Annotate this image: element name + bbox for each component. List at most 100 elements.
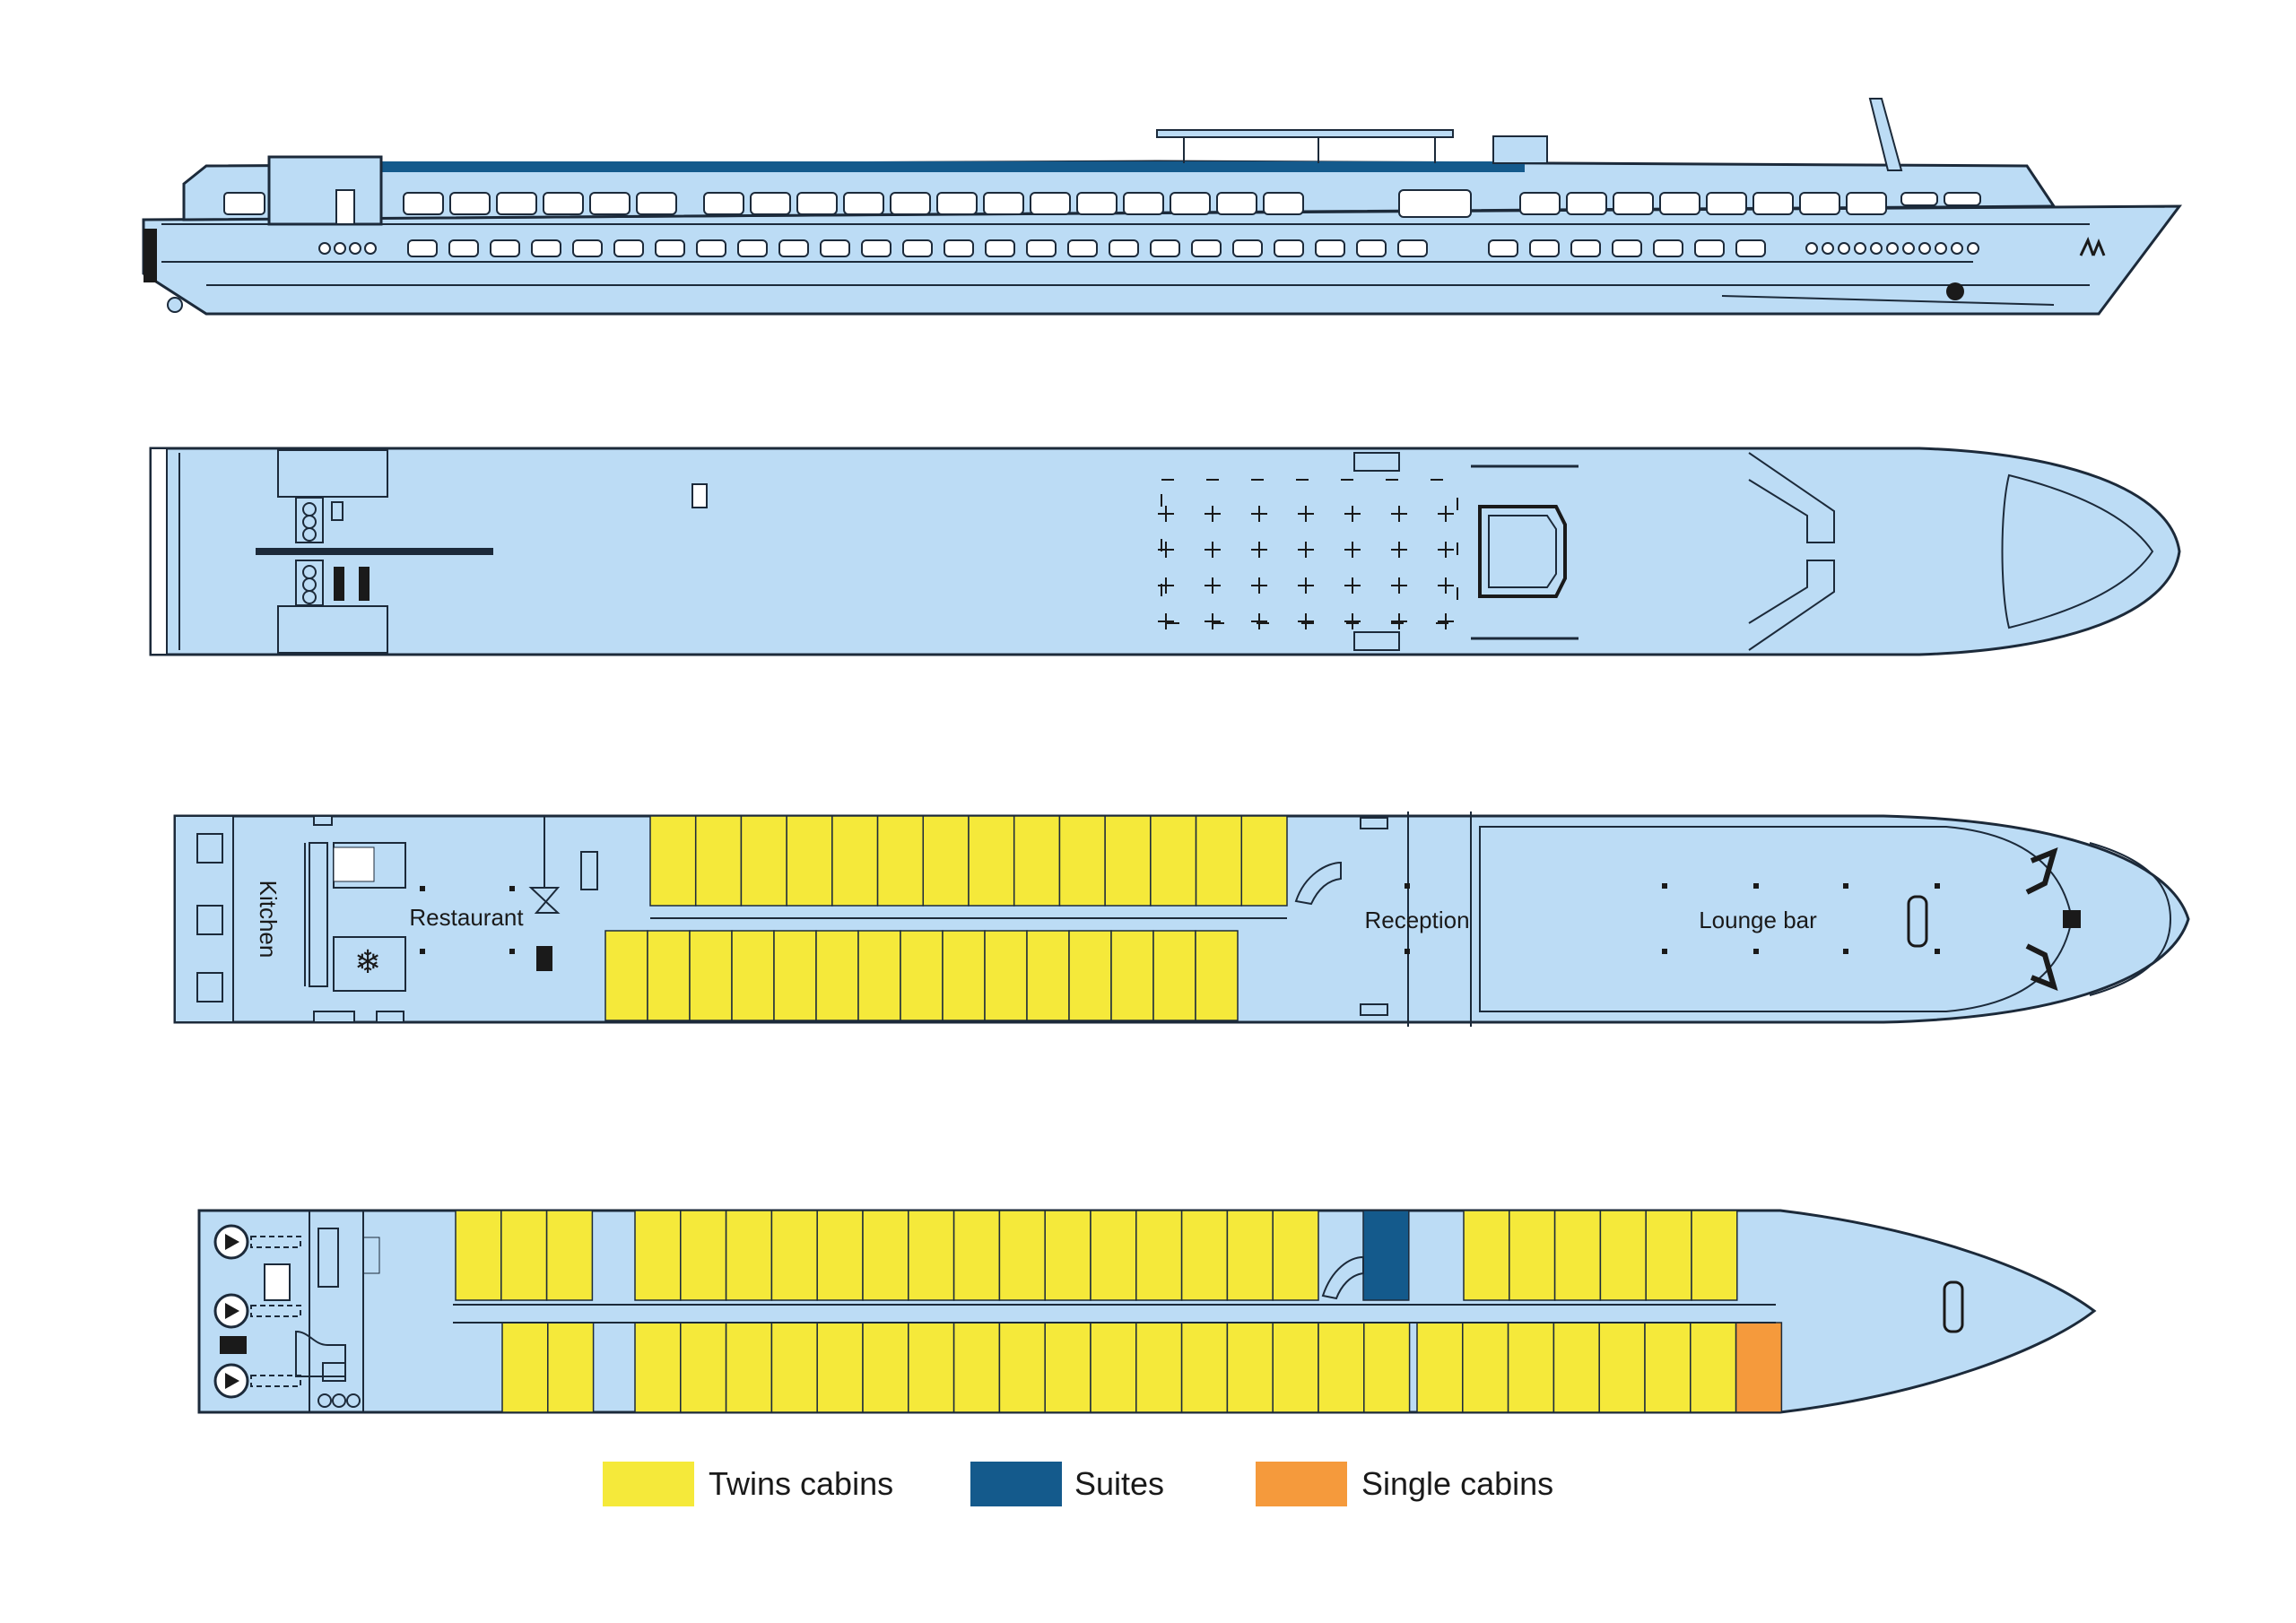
lower-deck-twin-cabin xyxy=(952,1322,1001,1413)
side-wheelhouse xyxy=(267,155,383,226)
main-deck-twin-cabin xyxy=(1026,930,1070,1021)
main-deck-twin-cabin xyxy=(773,930,817,1021)
side-mast xyxy=(1868,98,1903,171)
main-deck-twin-cabin xyxy=(689,930,733,1021)
lower-deck-twin-cabin xyxy=(1463,1210,1510,1301)
lower-deck-twin-cabin xyxy=(770,1210,818,1301)
main-deck-twin-cabin xyxy=(1195,815,1243,907)
lower-deck-twin-cabin xyxy=(1180,1322,1229,1413)
lower-deck-twin-cabin xyxy=(1226,1322,1274,1413)
side-window xyxy=(890,192,931,215)
hourglass-icon xyxy=(528,887,561,914)
side-window xyxy=(1488,239,1518,257)
side-porthole xyxy=(1918,242,1931,255)
sun-lounger xyxy=(1344,542,1361,558)
lower-deck-twin-cabin xyxy=(680,1210,727,1301)
lower-deck-twin-cabin xyxy=(1507,1322,1555,1413)
main-deck-twin-cabin xyxy=(786,815,833,907)
side-window xyxy=(820,239,850,257)
side-window xyxy=(1397,239,1428,257)
side-window xyxy=(1659,192,1700,215)
side-porthole xyxy=(1902,242,1915,255)
side-window xyxy=(1109,239,1139,257)
main-deck-twin-cabin xyxy=(831,815,879,907)
sun-lounger xyxy=(1391,613,1407,629)
main-deck-twin-cabin xyxy=(876,815,925,907)
lower-deck-twin-cabin xyxy=(1598,1322,1646,1413)
sun-lounger xyxy=(1438,577,1454,594)
lower-deck-twin-cabin xyxy=(1272,1210,1319,1301)
legend-suite-label: Suites xyxy=(1074,1465,1164,1502)
side-window xyxy=(985,239,1015,257)
side-window xyxy=(1067,239,1098,257)
lower-deck-twin-cabin xyxy=(1090,1210,1137,1301)
side-window xyxy=(613,239,644,257)
side-window xyxy=(1030,192,1071,215)
side-window xyxy=(448,239,479,257)
side-window xyxy=(1232,239,1263,257)
sun-lounger xyxy=(1298,542,1314,558)
lower-deck-twin-cabin xyxy=(634,1322,682,1413)
lower-deck-twin-cabin xyxy=(816,1322,864,1413)
side-porthole xyxy=(1951,242,1963,255)
lower-deck-twin-cabin xyxy=(998,1210,1046,1301)
sun-lounger xyxy=(1158,613,1174,629)
side-window xyxy=(1566,192,1607,215)
side-window xyxy=(531,239,561,257)
lower-deck-twin-cabin xyxy=(1691,1210,1738,1301)
side-window xyxy=(449,192,491,215)
side-window xyxy=(1123,192,1164,215)
side-window xyxy=(1570,239,1601,257)
lower-deck xyxy=(197,1209,2097,1414)
side-window xyxy=(902,239,933,257)
sun-lounger xyxy=(1298,577,1314,594)
lower-deck-twin-cabin xyxy=(1553,1210,1602,1301)
side-porthole xyxy=(1822,242,1834,255)
lower-deck-twin-cabin xyxy=(1416,1322,1464,1413)
main-deck-twin-cabin xyxy=(900,930,944,1021)
side-porthole xyxy=(1838,242,1850,255)
sun-lounger xyxy=(1438,506,1454,522)
side-window xyxy=(403,192,444,215)
sun-lounger xyxy=(1205,613,1221,629)
lower-deck-twin-cabin xyxy=(545,1210,594,1301)
main-deck-twin-cabin xyxy=(1195,930,1239,1021)
side-window xyxy=(861,239,891,257)
lower-deck-twin-cabin xyxy=(770,1322,818,1413)
legend-suite-swatch xyxy=(970,1462,1062,1506)
side-window xyxy=(1315,239,1345,257)
sun-lounger xyxy=(1391,542,1407,558)
lower-deck-twin-cabin xyxy=(1226,1210,1274,1301)
side-window xyxy=(1612,239,1642,257)
main-deck-stair xyxy=(1294,861,1342,906)
side-porthole xyxy=(1870,242,1883,255)
side-window xyxy=(572,239,603,257)
main-deck-twin-cabin xyxy=(1068,930,1112,1021)
sun-lounger xyxy=(1251,577,1267,594)
sun-deck xyxy=(149,447,2181,656)
main-deck-twin-cabin xyxy=(815,930,859,1021)
main-deck-twin-cabin xyxy=(1104,815,1152,907)
side-window xyxy=(543,192,584,215)
side-hull xyxy=(142,204,2183,316)
engine-arrow-icon xyxy=(225,1373,239,1389)
sun-lounger xyxy=(1298,613,1314,629)
sun-lounger xyxy=(1344,613,1361,629)
lower-deck-twin-cabin xyxy=(1044,1210,1091,1301)
lower-deck-twin-cabin xyxy=(1363,1322,1411,1413)
engine-arrow-icon xyxy=(225,1303,239,1319)
lower-deck-twin-cabin xyxy=(1135,1322,1183,1413)
lower-deck-suite xyxy=(1362,1210,1410,1301)
lower-deck-twin-cabin xyxy=(1272,1322,1319,1413)
lower-deck-twin-cabin xyxy=(455,1210,502,1301)
lower-deck-twin-cabin xyxy=(1044,1322,1091,1413)
side-window xyxy=(407,239,438,257)
side-sundeck-strip xyxy=(372,161,1525,172)
side-windows xyxy=(318,189,1981,257)
lower-deck-twin-cabin xyxy=(1090,1322,1137,1413)
side-bow-thruster-icon xyxy=(1946,282,1964,300)
engine-shaft xyxy=(250,1375,301,1387)
lower-deck-twin-cabin xyxy=(725,1322,773,1413)
side-window xyxy=(1398,189,1472,218)
main-deck-twin-cabin xyxy=(647,930,691,1021)
